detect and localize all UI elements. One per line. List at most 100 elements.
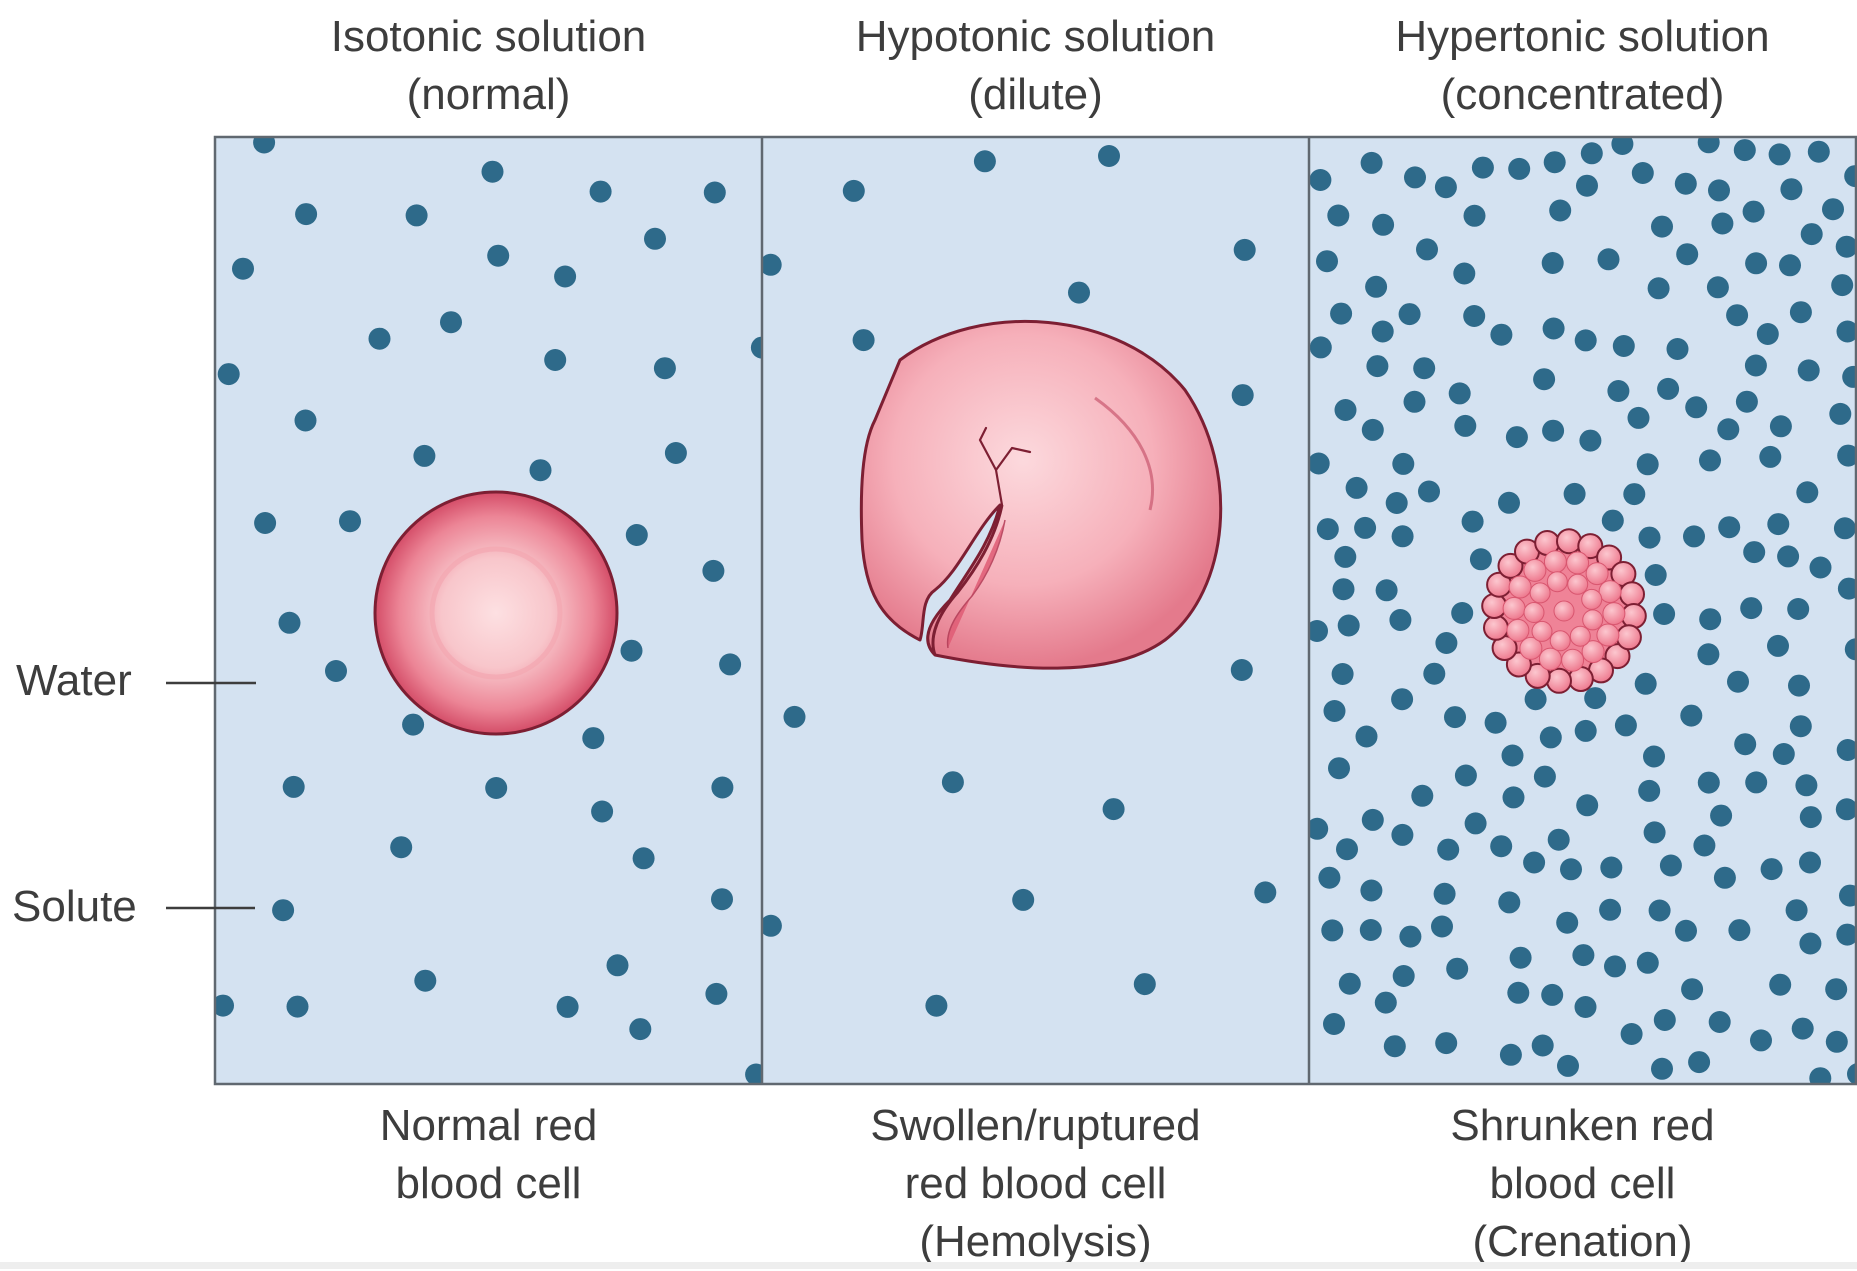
solute-particle	[1324, 700, 1346, 722]
solute-particle	[1449, 382, 1471, 404]
solute-particle	[1470, 548, 1492, 570]
solute-particle	[1098, 145, 1120, 167]
solute-particle	[1635, 673, 1657, 695]
crenation-bump	[1622, 604, 1646, 628]
solute-particle	[1543, 318, 1565, 340]
solute-particle	[1404, 166, 1426, 188]
solute-particle	[1323, 1013, 1345, 1035]
solute-particle	[1683, 525, 1705, 547]
solute-particle	[974, 150, 996, 172]
solute-particle	[702, 560, 724, 582]
solute-particle	[557, 996, 579, 1018]
solute-particle	[1711, 213, 1733, 235]
solute-particle	[1834, 517, 1856, 539]
solute-particle	[1628, 407, 1650, 429]
solute-particle	[218, 363, 240, 385]
solute-particle	[1688, 1051, 1710, 1073]
solute-particle	[582, 727, 604, 749]
solute-particle	[1699, 608, 1721, 630]
solute-particle	[414, 970, 436, 992]
crenation-bump	[1562, 649, 1584, 671]
solute-particle	[1316, 250, 1338, 272]
solute-particle	[607, 954, 629, 976]
solute-particle	[1644, 821, 1666, 843]
solute-particle	[1576, 794, 1598, 816]
solute-particle	[1643, 746, 1665, 768]
solute-particle	[1780, 178, 1802, 200]
title-hypertonic: Hypertonic solution (concentrated)	[1309, 8, 1856, 124]
solute-particle	[1346, 477, 1368, 499]
solute-particle	[1361, 152, 1383, 174]
solute-particle	[1808, 141, 1830, 163]
solute-particle	[1607, 380, 1629, 402]
solute-particle	[1676, 243, 1698, 265]
solute-particle	[1372, 214, 1394, 236]
solute-particle	[1366, 355, 1388, 377]
solute-particle	[1498, 891, 1520, 913]
solute-particle	[1790, 715, 1812, 737]
solute-particle	[665, 442, 687, 464]
solute-particle	[1338, 615, 1360, 637]
crenation-bump	[1554, 601, 1574, 621]
solute-particle	[1836, 798, 1857, 820]
crenation-bump	[1507, 619, 1529, 641]
solute-particle	[1490, 835, 1512, 857]
solute-particle	[1335, 399, 1357, 421]
solute-particle	[1462, 511, 1484, 533]
solute-particle	[1788, 675, 1810, 697]
solute-particle	[369, 328, 391, 350]
solute-particle	[1485, 712, 1507, 734]
solute-particle	[633, 847, 655, 869]
solute-particle	[626, 524, 648, 546]
solute-particle	[1632, 162, 1654, 184]
crenation-bump	[1620, 582, 1644, 606]
solute-particle	[1523, 852, 1545, 874]
solute-particle	[621, 640, 643, 662]
solute-particle	[1435, 632, 1457, 654]
solute-particle	[1525, 688, 1547, 710]
solute-particle	[1726, 304, 1748, 326]
solute-particle	[1544, 151, 1566, 173]
solute-particle	[530, 459, 552, 481]
solute-particle	[1490, 324, 1512, 346]
solute-particle	[1321, 919, 1343, 941]
solute-particle	[591, 801, 613, 823]
solute-particle	[1708, 179, 1730, 201]
solute-particle	[590, 181, 612, 203]
solute-particle	[1809, 1067, 1831, 1089]
solute-particle	[1334, 546, 1356, 568]
solute-particle	[482, 161, 504, 183]
solute-particle	[253, 132, 275, 154]
solute-particle	[1534, 766, 1556, 788]
water-label: Water	[16, 656, 132, 706]
solute-particle	[485, 777, 507, 799]
solute-particle	[1786, 899, 1808, 921]
solute-particle	[1825, 978, 1847, 1000]
solute-particle	[1769, 143, 1791, 165]
crenation-bump	[1570, 626, 1590, 646]
title-isotonic: Isotonic solution (normal)	[215, 8, 762, 124]
solute-particle	[1680, 705, 1702, 727]
crenation-bump	[1582, 589, 1602, 609]
solute-particle	[1360, 919, 1382, 941]
solute-particle	[413, 445, 435, 467]
solute-particle	[339, 510, 361, 532]
solute-particle	[1831, 274, 1853, 296]
solute-particle	[1506, 426, 1528, 448]
solute-particle	[1540, 726, 1562, 748]
solute-particle	[1399, 303, 1421, 325]
solute-particle	[1745, 355, 1767, 377]
crenation-bump	[1482, 594, 1506, 618]
solute-particle	[1637, 453, 1659, 475]
solute-particle	[232, 258, 254, 280]
solute-particle	[1734, 139, 1756, 161]
solute-particle	[1743, 541, 1765, 563]
solute-particle	[406, 204, 428, 226]
solute-particle	[1745, 252, 1767, 274]
solute-particle	[705, 983, 727, 1005]
solute-particle	[1310, 336, 1332, 358]
solute-particle	[1068, 282, 1090, 304]
solute-particle	[925, 995, 947, 1017]
crenation-bump	[1484, 616, 1508, 640]
solute-particle	[1333, 578, 1355, 600]
